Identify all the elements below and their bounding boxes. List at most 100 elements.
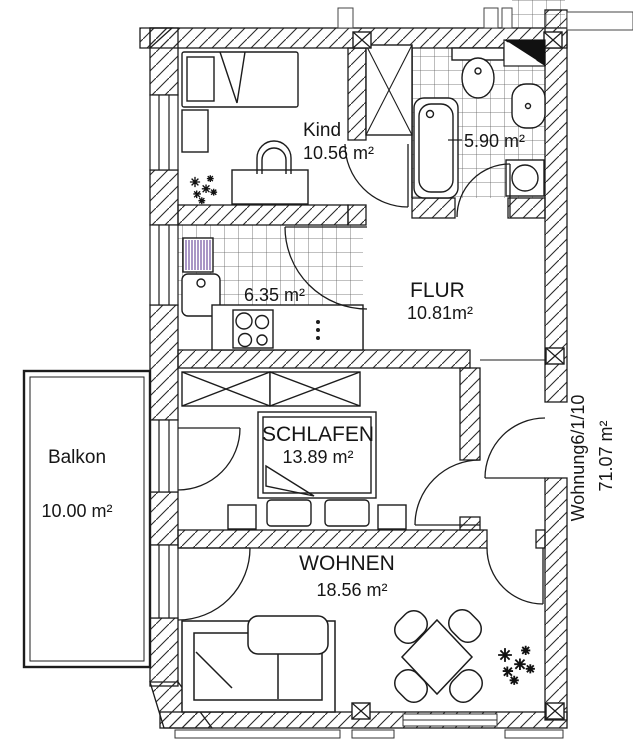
room-label-wohnen: WOHNEN: [299, 552, 395, 575]
column-bottom-mid: [351, 702, 371, 720]
bed-blanket-fold: [219, 51, 246, 104]
dining-chair-se: [449, 669, 483, 703]
neighbor-block-3: [566, 11, 633, 31]
balcony-inner-wall: [29, 376, 145, 662]
room-kueche-fixtures: [181, 237, 364, 351]
bottom-facade-windows: [174, 713, 564, 739]
room-wohnen-furniture: [181, 609, 483, 713]
wall-schlafen-wohnen: [177, 529, 488, 549]
coffee-table: [247, 615, 329, 655]
door-bad: [456, 163, 511, 218]
vent-fold-line: [507, 42, 537, 62]
bed-double-inner: [262, 416, 372, 494]
wall-corridor-wohnen-stub: [535, 529, 546, 549]
dining-chair-sw: [394, 669, 428, 703]
room-schlafen-furniture: [181, 371, 407, 530]
wall-left-3: [149, 304, 179, 421]
room-label-flur: FLUR: [410, 279, 465, 302]
toilet-drain: [474, 67, 482, 75]
room-area-schlafen: 13.89 m²: [282, 447, 353, 467]
wall-schlafen-corridor-stub: [459, 516, 481, 531]
burner-4: [256, 334, 268, 346]
room-label-schlafen: SCHLAFEN: [262, 423, 374, 446]
toilet-bowl: [461, 57, 495, 99]
chimney-block: [337, 7, 354, 29]
bed-double: [257, 411, 377, 499]
wall-right-lower: [544, 477, 568, 721]
wardrobe-small: [181, 109, 209, 153]
appliance-knobs: [316, 320, 320, 340]
bath-sink-drain: [524, 102, 532, 110]
door-kueche: [284, 226, 368, 310]
washing-machine-door: [511, 164, 539, 192]
desk: [231, 169, 309, 205]
sofa-corner-line: [195, 651, 233, 689]
bed-pillow-right: [324, 499, 370, 527]
wall-left-1: [149, 27, 179, 96]
burner-1: [235, 312, 253, 330]
door-balcony-wohnen: [177, 547, 251, 621]
dining-chair-nw: [394, 610, 428, 644]
wall-kind-kitchen: [177, 204, 349, 226]
room-area-bad: 5.90 m²: [464, 131, 525, 151]
balcony-outer-wall: [22, 369, 152, 669]
room-label-balkon: Balkon: [48, 447, 106, 468]
door-wohnen: [486, 547, 544, 605]
bed-pillow-left: [266, 499, 312, 527]
bathtub-drain: [425, 109, 435, 119]
interior-walls: [177, 47, 546, 549]
door-entry: [484, 417, 546, 479]
balcony-door-schlafen-opening: [149, 419, 179, 493]
kitchen-sink: [181, 273, 221, 317]
door-kind: [344, 143, 409, 208]
exterior-walls: [139, 9, 568, 729]
sill-2: [351, 729, 395, 739]
nightstand-left: [227, 504, 257, 530]
wall-schlafen-corridor: [459, 367, 481, 461]
window-kind-glazing: [158, 95, 170, 170]
burner-2: [254, 314, 270, 330]
wall-left-4: [149, 491, 179, 546]
kitchen-sink-drain: [196, 278, 206, 288]
wall-kind-flur: [347, 47, 367, 141]
room-area-kueche: 6.35 m²: [244, 285, 305, 305]
wall-bath-flur-left: [411, 197, 456, 219]
dining-chair-ne: [448, 609, 482, 643]
window-kitchen: [149, 224, 179, 306]
balcony-door-wohnen-opening: [149, 544, 179, 619]
left-wall-windows: [149, 94, 179, 619]
sill-3: [504, 729, 564, 739]
door-balcony-schlafen: [177, 427, 241, 491]
column-top-mid: [352, 31, 372, 49]
nightstand-right: [377, 504, 407, 530]
apartment-total-area-label: 71.07 m²: [596, 420, 616, 491]
wall-bath-flur-right: [507, 197, 546, 219]
bathtub-inner: [418, 103, 454, 193]
wall-left-5: [149, 617, 179, 687]
door-swings: [177, 143, 546, 621]
column-bottom-right: [545, 702, 565, 720]
vent-shaft-marker: [503, 39, 546, 67]
column-right-mid: [545, 347, 565, 365]
room-bad-fixtures: [413, 47, 546, 199]
neighbor-structures: [337, 7, 633, 31]
sill-1: [174, 729, 341, 739]
room-label-kind: Kind: [303, 120, 341, 141]
closet-x-2: [269, 371, 361, 407]
room-area-flur: 10.81m²: [407, 303, 473, 323]
neighbor-block-2: [501, 7, 513, 29]
wall-left-2: [149, 169, 179, 226]
room-area-kind: 10.56 m²: [303, 143, 374, 163]
desk-chair: [256, 140, 292, 174]
column-top-right: [543, 31, 563, 49]
ventilation-shaft: [365, 44, 413, 136]
window-kitchen-glazing: [158, 225, 170, 305]
wall-kitchen-schlafen: [177, 349, 471, 369]
bed-double-fold: [265, 464, 315, 497]
bed-pillow: [186, 56, 215, 102]
door-schlafen: [414, 459, 481, 526]
room-area-wohnen: 18.56 m²: [316, 580, 387, 600]
wall-right-upper: [544, 9, 568, 403]
room-kind-furniture: [181, 51, 309, 205]
